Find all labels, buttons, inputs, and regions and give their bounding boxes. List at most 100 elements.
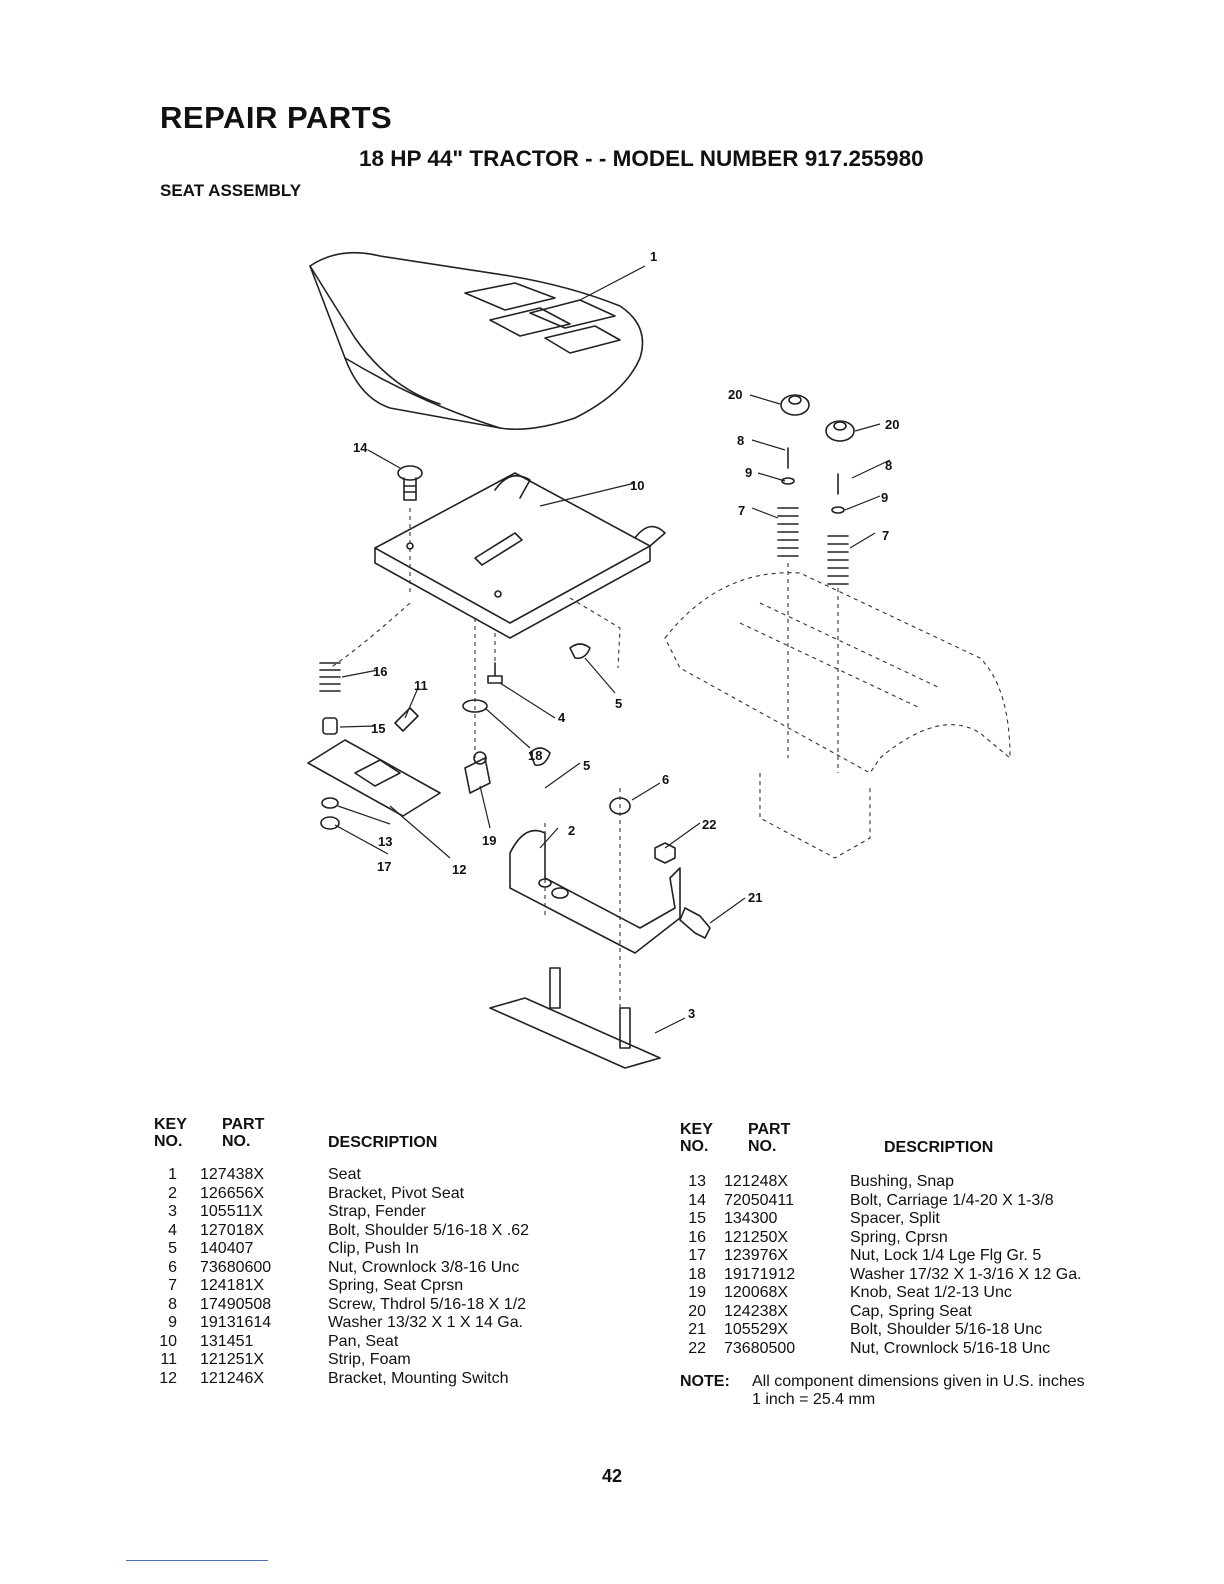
part-description: Spacer, Split bbox=[850, 1210, 940, 1227]
part-number: 17490508 bbox=[200, 1295, 272, 1313]
key-number: 13 bbox=[688, 1173, 706, 1190]
callout-label: 7 bbox=[738, 503, 745, 518]
part-number: 105511X bbox=[200, 1203, 263, 1220]
part-number: 134300 bbox=[724, 1210, 778, 1227]
callout-label: 8 bbox=[885, 458, 892, 473]
key-number: 4 bbox=[168, 1221, 177, 1239]
part-description: Bolt, Shoulder 5/16-18 Unc bbox=[850, 1321, 1043, 1338]
part-number: 124238X bbox=[724, 1302, 789, 1320]
key-number: 18 bbox=[688, 1265, 706, 1283]
callout-label: 16 bbox=[373, 664, 387, 679]
part-description: Knob, Seat 1/2-13 Unc bbox=[850, 1284, 1012, 1301]
part-description: Bushing, Snap bbox=[850, 1173, 955, 1190]
key-number: 12 bbox=[159, 1369, 177, 1387]
callout-label: 21 bbox=[748, 890, 762, 905]
part-description: Strip, Foam bbox=[328, 1351, 411, 1368]
part-description: Bracket, Mounting Switch bbox=[328, 1369, 509, 1387]
page-number: 42 bbox=[601, 1466, 623, 1486]
note-label: NOTE: bbox=[680, 1373, 730, 1390]
part-number: 105529X bbox=[724, 1321, 789, 1338]
part-number: 131451 bbox=[200, 1332, 254, 1350]
seat-part bbox=[309, 251, 644, 431]
part-number: 121250X bbox=[724, 1228, 789, 1246]
callout-label: 22 bbox=[702, 817, 716, 832]
part-number: 140407 bbox=[200, 1240, 254, 1257]
key-number: 9 bbox=[168, 1314, 177, 1331]
part-description: Cap, Spring Seat bbox=[850, 1302, 972, 1320]
seat-pan-part bbox=[374, 472, 666, 639]
callout-label: 15 bbox=[371, 721, 385, 736]
switch-bracket-group bbox=[307, 662, 441, 830]
key-number: 6 bbox=[168, 1258, 177, 1276]
part-number: 121251X bbox=[200, 1351, 265, 1368]
part-number: 72050411 bbox=[724, 1191, 794, 1209]
part-description: Washer 13/32 X 1 X 14 Ga. bbox=[328, 1314, 524, 1331]
part-number: 121248X bbox=[724, 1173, 789, 1190]
spring-stack-right bbox=[777, 394, 855, 585]
callout-label: 8 bbox=[737, 433, 744, 448]
callout-label: 3 bbox=[688, 1006, 695, 1021]
key-number: 19 bbox=[688, 1284, 706, 1301]
key-number: 15 bbox=[688, 1210, 706, 1227]
knob-group bbox=[462, 662, 503, 794]
leader-lines bbox=[334, 265, 891, 1034]
part-number: 121246X bbox=[200, 1369, 265, 1387]
fender-outline bbox=[329, 508, 1011, 1028]
note-line: 1 inch = 25.4 mm bbox=[752, 1391, 876, 1408]
part-description: Nut, Crownlock 3/8-16 Unc bbox=[328, 1258, 520, 1276]
part-description: Bolt, Shoulder 5/16-18 X .62 bbox=[328, 1221, 530, 1239]
key-number: 8 bbox=[168, 1295, 177, 1313]
callout-label: 1 bbox=[650, 249, 657, 264]
page-title: REPAIR PARTS bbox=[160, 100, 393, 135]
callout-label: 6 bbox=[662, 772, 669, 787]
callout-label: 17 bbox=[377, 859, 391, 874]
key-number: 14 bbox=[688, 1191, 706, 1209]
description-header-right: DESCRIPTION bbox=[884, 1139, 994, 1156]
callout-label: 2 bbox=[568, 823, 575, 838]
callout-label: 18 bbox=[528, 748, 542, 763]
part-number: 126656X bbox=[200, 1184, 265, 1202]
carriage-bolt-part bbox=[397, 465, 423, 501]
part-description: Bolt, Carriage 1/4-20 X 1-3/8 bbox=[850, 1191, 1054, 1209]
key-number: 3 bbox=[168, 1203, 177, 1220]
part-description: Screw, Thdrol 5/16-18 X 1/2 bbox=[328, 1295, 527, 1313]
key-number: 10 bbox=[159, 1332, 177, 1350]
part-number: 19131614 bbox=[200, 1314, 272, 1331]
model-subtitle: 18 HP 44" TRACTOR - - MODEL NUMBER 917.2… bbox=[359, 146, 924, 171]
callout-label: 20 bbox=[885, 417, 899, 432]
part-description: Strap, Fender bbox=[328, 1203, 426, 1220]
part-number: 127438X bbox=[200, 1166, 265, 1183]
part-description: Washer 17/32 X 1-3/16 X 12 Ga. bbox=[850, 1265, 1082, 1283]
section-title: SEAT ASSEMBLY bbox=[160, 181, 302, 200]
description-header-left: DESCRIPTION bbox=[328, 1134, 438, 1151]
part-number: 73680600 bbox=[200, 1258, 272, 1276]
part-description: Spring, Cprsn bbox=[850, 1228, 948, 1246]
callout-label: 19 bbox=[482, 833, 496, 848]
key-number: 5 bbox=[168, 1240, 177, 1257]
key-number: 11 bbox=[160, 1351, 177, 1368]
callout-label: 7 bbox=[882, 528, 889, 543]
callout-label: 20 bbox=[728, 387, 742, 402]
callout-label: 4 bbox=[558, 710, 566, 725]
part-number: 127018X bbox=[200, 1221, 265, 1239]
callout-label: 9 bbox=[881, 490, 888, 505]
part-number: 124181X bbox=[200, 1277, 265, 1294]
key-number: 2 bbox=[168, 1184, 177, 1202]
key-number: 16 bbox=[688, 1228, 706, 1246]
part-description: Bracket, Pivot Seat bbox=[328, 1184, 465, 1202]
part-description: Nut, Lock 1/4 Lge Flg Gr. 5 bbox=[850, 1247, 1042, 1264]
key-number: 7 bbox=[168, 1277, 177, 1294]
note-text: All component dimensions given in U.S. i… bbox=[752, 1373, 1085, 1409]
key-number: 1 bbox=[168, 1166, 177, 1183]
callout-label: 11 bbox=[414, 678, 428, 693]
note-line: All component dimensions given in U.S. i… bbox=[752, 1373, 1085, 1390]
callout-label: 9 bbox=[745, 465, 752, 480]
key-number: 22 bbox=[688, 1339, 706, 1357]
key-number: 17 bbox=[688, 1247, 706, 1264]
callout-label: 12 bbox=[452, 862, 466, 877]
callout-label: 10 bbox=[630, 478, 644, 493]
